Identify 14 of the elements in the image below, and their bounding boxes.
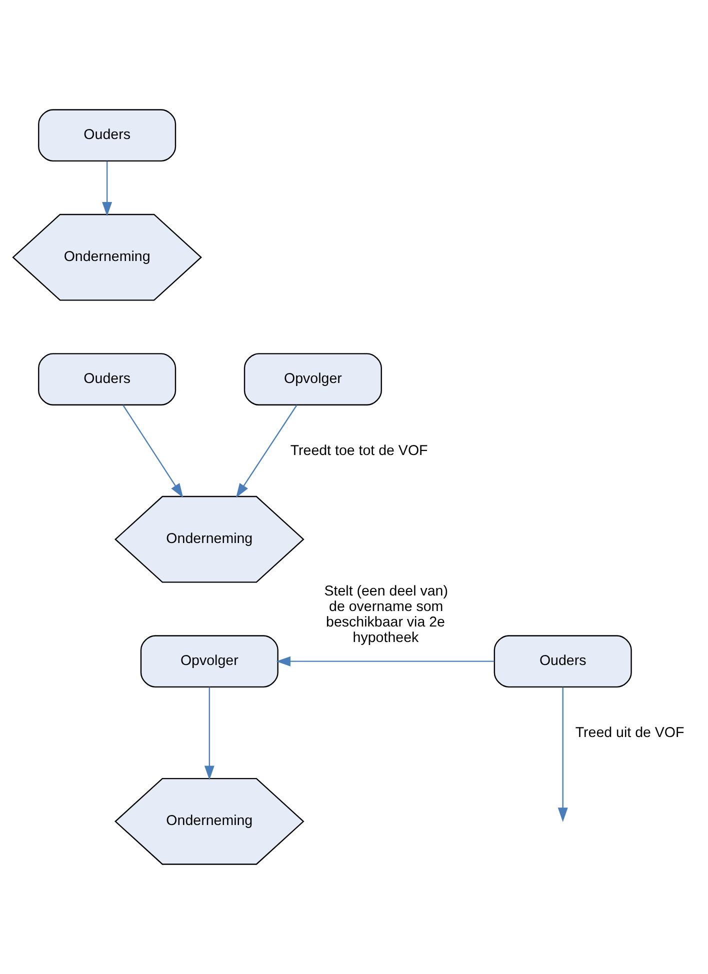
node-box: Ouders [38, 353, 176, 406]
edge-label: Stelt (een deel van) de overname som beschikbaar via 2e hypotheek [324, 583, 448, 646]
arrow [236, 404, 298, 498]
arrow [276, 656, 494, 666]
node-box: Opvolger [140, 635, 278, 688]
edge-label: Treedt toe tot de VOF [290, 442, 428, 459]
arrow [204, 687, 214, 780]
node-box: Opvolger [244, 353, 382, 406]
arrow [122, 404, 184, 498]
arrow [558, 687, 568, 822]
node-box: Ouders [494, 635, 632, 688]
edge-label: Treed uit de VOF [575, 725, 684, 742]
arrow [102, 161, 112, 216]
node-box: Ouders [38, 109, 176, 162]
